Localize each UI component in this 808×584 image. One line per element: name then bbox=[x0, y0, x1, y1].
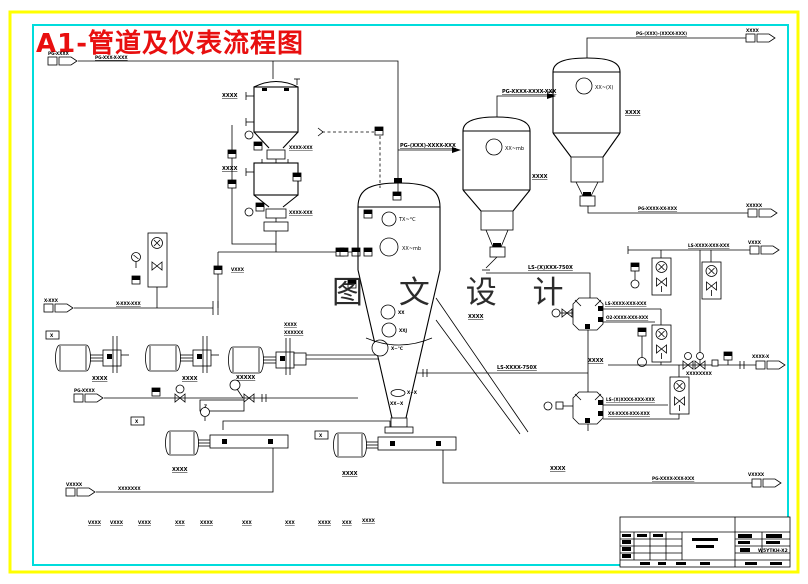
equipment-label: VXXX bbox=[231, 267, 245, 272]
line-label: X-XXX-XXX bbox=[116, 301, 141, 306]
connector-out-top-right: XXXX PG-(XXX)-(XXXX-XXX) bbox=[636, 28, 776, 43]
equipment-label: XXXX bbox=[532, 174, 548, 180]
ref-box-label: X bbox=[50, 333, 54, 338]
line-label: PG-XXX-X-XXX bbox=[95, 55, 128, 60]
legend-row: VXXX VXXX VXXX XXX XXXX XXX XXX XXXX XXX… bbox=[88, 518, 376, 525]
pipe-label: LS-XXXX-XXX-XXX bbox=[605, 301, 647, 306]
valve-label: XXXX-XXX bbox=[289, 145, 313, 150]
pipe-label: LS-(X)XXX-750X bbox=[528, 265, 573, 271]
line-label: XXXXXXXX bbox=[686, 371, 713, 376]
spray-dryer: TX~°C XX~mb XX XXJ X~°C X~X XX~X XXXX PG… bbox=[339, 143, 537, 435]
cyclone-1: XX~mb PG-XXXX-XXXX-XXX LS-(X)XXX-750X XX… bbox=[462, 89, 573, 271]
connector-out-bottom-right: VXXXX PG-XXXX-XXX-XXX bbox=[652, 472, 782, 488]
equipment-label: XXXX bbox=[92, 376, 108, 382]
equipment-label: XXXX bbox=[550, 466, 566, 472]
equipment-label: XXXX bbox=[342, 471, 358, 477]
drawing-title: A1-管道及仪表流程图 bbox=[36, 28, 304, 59]
connector-tag: PG-XXXX bbox=[74, 388, 96, 393]
legend-tag: XXXX bbox=[318, 520, 332, 525]
title-block: W5YTKH-X2 bbox=[619, 516, 791, 568]
blower-1: XXXX bbox=[55, 335, 130, 382]
pipe-label: O2-XXXX-XXX-XXX bbox=[606, 315, 649, 320]
pipe-label: PG-XXXX-XXXX-XXX bbox=[502, 89, 557, 95]
reference-boxes: X X X bbox=[45, 330, 329, 440]
connector-tag: XXXXX bbox=[746, 203, 763, 208]
legend-tag: XXXX bbox=[362, 518, 376, 523]
legend-tag: XXX bbox=[342, 520, 352, 525]
blower-2: XXXX bbox=[145, 335, 220, 382]
connector-in-bottom-left: VXXXX XXXXXXX bbox=[65, 482, 141, 497]
instrument-label: X~°C bbox=[391, 346, 403, 351]
drawing-number: W5YTKH-X2 bbox=[758, 548, 788, 554]
connector-out-right-ls: VXXX LS-XXXX-XXX-XXX bbox=[627, 240, 780, 255]
instrument-label: TX~°C bbox=[398, 217, 416, 223]
ref-label: XXXXXX bbox=[284, 330, 304, 335]
ref-box-label: X bbox=[319, 433, 323, 438]
air-line-fittings: Z bbox=[151, 379, 267, 417]
line-label: PG-XXXX-XX-XXX bbox=[638, 206, 678, 211]
instrument-label: XX~mb bbox=[402, 246, 421, 252]
right-valve-network bbox=[608, 250, 756, 415]
hopper-1: XXXX-XXX XXXX bbox=[222, 78, 313, 163]
pipe-label: PG-(XXX)-XXXX-XXX bbox=[400, 143, 456, 149]
connector-tag: X-XXX bbox=[44, 298, 59, 303]
valve-label: XXXX-XXX bbox=[289, 210, 313, 215]
instrument-label: XX~X bbox=[390, 401, 404, 406]
connector-tag: XXXX-X bbox=[752, 354, 770, 359]
equipment-label: XXXXX bbox=[236, 375, 255, 381]
equipment-label: XXXX bbox=[468, 314, 484, 320]
ref-label: XXXX bbox=[284, 322, 298, 327]
connector-tag: VXXX bbox=[748, 240, 762, 245]
instrument-label: XX~mb bbox=[505, 146, 524, 152]
equipment-label: XXXX bbox=[222, 166, 238, 172]
line-label: XXXXXXX bbox=[118, 486, 141, 491]
cyclone-2: XX~(X) XXXX bbox=[547, 57, 641, 207]
ref-box-label: X bbox=[135, 419, 139, 424]
ref-box-label: Z bbox=[204, 404, 207, 409]
legend-tag: XXX bbox=[175, 520, 185, 525]
line-label: LS-XXXX-XXX-XXX bbox=[688, 243, 730, 248]
connector-tag: VXXXX bbox=[66, 482, 83, 487]
connector-in-left-mid: X-XXX X-XXX-XXX bbox=[43, 298, 213, 313]
instrument-cluster-left: VXXX bbox=[131, 232, 361, 288]
instrument-label: X~X bbox=[407, 390, 418, 395]
diverter-valve-1: LS-XXXX-XXX-XXX O2-XXXX-XXX-XXX bbox=[551, 297, 661, 331]
equipment-label: XXXX bbox=[222, 93, 238, 99]
connector-in-top-left: PG-XXXX PG-XXX-X-XXX bbox=[47, 51, 128, 66]
blower-3: XXXXX XXXX XXXXXX bbox=[228, 322, 307, 381]
connector-tag: VXXXX bbox=[748, 472, 765, 477]
diverter-valve-2: LS-(X)XXXX-XXX-XXX XX-XXXX-XXX-XXX XXXX … bbox=[543, 358, 680, 472]
pipe-label: LS-(X)XXXX-XXX-XXX bbox=[606, 397, 656, 402]
equipment-label: XXXX bbox=[588, 358, 604, 364]
legend-tag: VXXX bbox=[110, 520, 124, 525]
instrument-label: XXJ bbox=[399, 328, 407, 333]
conveyor-b: XXXX bbox=[333, 432, 457, 477]
instrument-label: XX~(X) bbox=[595, 85, 613, 91]
pipe-label: XX-XXXX-XXX-XXX bbox=[608, 411, 651, 416]
line-label: PG-XXXX-XXX-XXX bbox=[652, 476, 695, 481]
line-label: PG-(XXX)-(XXXX-XXX) bbox=[636, 31, 687, 36]
connector-in-left-low: PG-XXXX bbox=[73, 388, 358, 403]
legend-tag: VXXX bbox=[138, 520, 152, 525]
legend-tag: XXX bbox=[242, 520, 252, 525]
pipe-label: LS-XXXX-750X bbox=[497, 365, 537, 371]
hopper-2: XXXX-XXX XXXX bbox=[222, 149, 313, 232]
drawing-frame bbox=[8, 10, 800, 574]
equipment-label: XXXX bbox=[182, 376, 198, 382]
equipment-label: XXXX bbox=[172, 467, 188, 473]
legend-tag: XXXX bbox=[200, 520, 214, 525]
conveyor-a: XXXX bbox=[165, 430, 289, 473]
connector-tag: XXXX bbox=[746, 28, 760, 33]
connector-out-right-drain: XXXX-X XXXXXXXX bbox=[686, 354, 786, 376]
instrument-label: XX bbox=[398, 310, 405, 315]
equipment-label: XXXX bbox=[625, 110, 641, 116]
connector-tag: PG-XXXX bbox=[48, 51, 70, 56]
piping-lines bbox=[78, 37, 752, 493]
legend-tag: VXXX bbox=[88, 520, 102, 525]
legend-tag: XXX bbox=[285, 520, 295, 525]
connector-out-right-solids: XXXXX PG-XXXX-XX-XXX bbox=[638, 203, 778, 218]
watermark-text: 图 文 设 计 bbox=[332, 275, 577, 311]
